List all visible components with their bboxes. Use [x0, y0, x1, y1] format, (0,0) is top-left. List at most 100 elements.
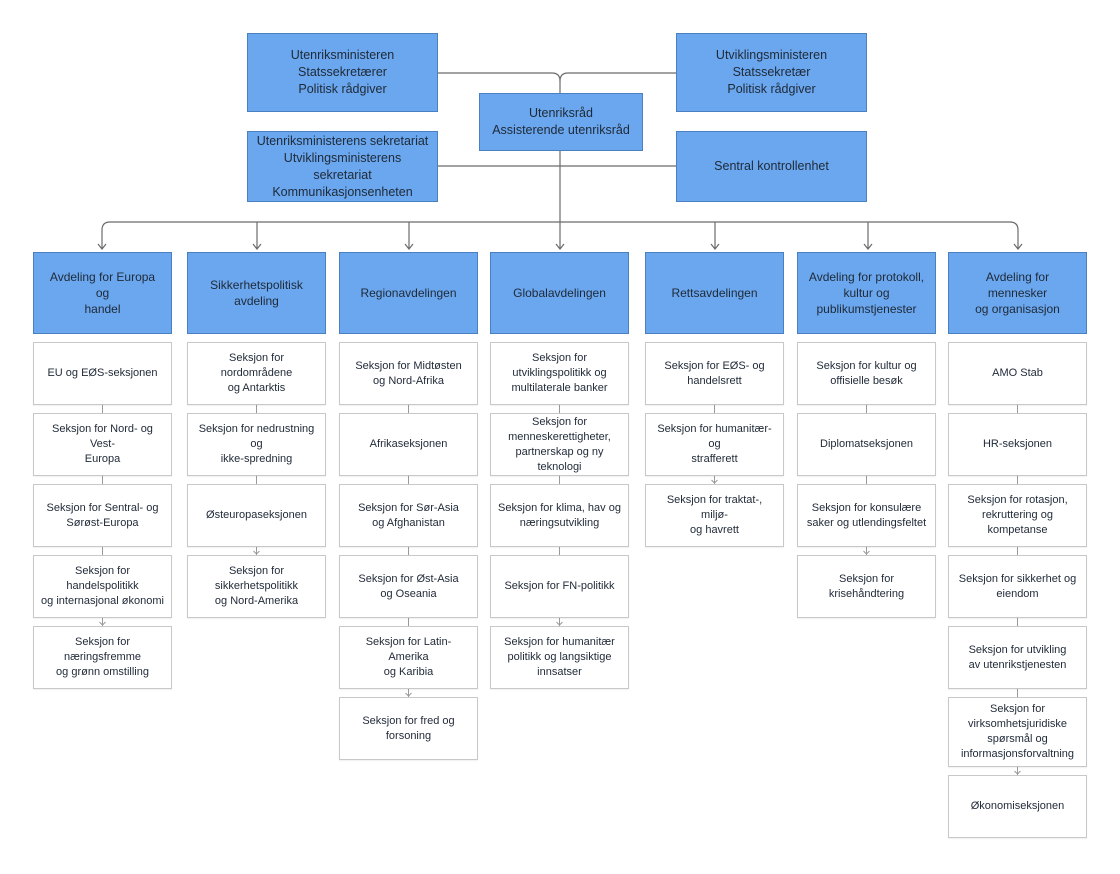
- section-label: Seksjon for Latin-Amerika og Karibia: [365, 636, 452, 678]
- development-minister-box: Utviklingsministeren Statssekretær Polit…: [676, 33, 867, 112]
- section-box: Afrikaseksjonen: [339, 413, 478, 476]
- section-box: Seksjon for traktat-, miljø- og havrett: [645, 484, 784, 547]
- secretariat-line-3: Kommunikasjonsenheten: [272, 184, 413, 199]
- department-label: Avdeling for Europa og handel: [49, 270, 156, 316]
- department-box: Avdeling for protokoll, kultur og publik…: [797, 252, 936, 334]
- department-label: Sikkerhetspolitisk avdeling: [210, 278, 303, 308]
- control-unit-box: Sentral kontrollenhet: [676, 131, 867, 202]
- connector-arrowhead: [711, 479, 718, 484]
- section-label: Økonomiseksjonen: [970, 800, 1065, 812]
- section-box: Seksjon for FN-politikk: [490, 555, 629, 618]
- section-box: Seksjon for menneskerettigheter, partner…: [490, 413, 629, 476]
- department-box: Rettsavdelingen: [645, 252, 784, 334]
- section-box: Seksjon for EØS- og handelsrett: [645, 342, 784, 405]
- section-label: Østeuropaseksjonen: [206, 509, 307, 521]
- connector-arrowhead: [99, 621, 106, 626]
- department-label: Globalavdelingen: [513, 286, 606, 300]
- connector-arrowhead: [556, 621, 563, 626]
- section-box: Diplomatseksjonen: [797, 413, 936, 476]
- section-box: Seksjon for klima, hav og næringsutvikli…: [490, 484, 629, 547]
- section-label: Seksjon for næringsfremme og grønn omsti…: [56, 636, 149, 678]
- section-box: Seksjon for Midtøsten og Nord-Afrika: [339, 342, 478, 405]
- department-label: Regionavdelingen: [360, 286, 457, 300]
- department-box: Globalavdelingen: [490, 252, 629, 334]
- section-box: Seksjon for humanitær politikk og langsi…: [490, 626, 629, 689]
- top-left-line-3: Politisk rådgiver: [298, 82, 387, 96]
- top-left-line-1: Utenriksministeren: [290, 48, 395, 62]
- section-label: Seksjon for krisehåndtering: [828, 572, 905, 600]
- section-label: Seksjon for nordområdene og Antarktis: [220, 352, 293, 394]
- center-line-1: Utenriksråd: [529, 106, 593, 120]
- section-label: Seksjon for fred og forsoning: [362, 714, 455, 742]
- section-box: Seksjon for Øst-Asia og Oseania: [339, 555, 478, 618]
- connector-arrowhead: [405, 692, 412, 697]
- top-left-line-2: Statssekretærer: [298, 65, 387, 79]
- secretariat-box: Utenriksministerens sekretariat Utviklin…: [247, 131, 438, 202]
- section-label: Seksjon for traktat-, miljø- og havrett: [666, 494, 763, 536]
- section-label: HR-seksjonen: [982, 438, 1053, 450]
- section-label: Seksjon for virksomhetsjuridiske spørsmå…: [960, 703, 1075, 760]
- section-label: Seksjon for EØS- og handelsrett: [664, 359, 765, 387]
- section-label: Seksjon for klima, hav og næringsutvikli…: [498, 501, 621, 529]
- section-label: Seksjon for humanitær politikk og langsi…: [504, 636, 615, 678]
- section-label: Afrikaseksjonen: [369, 438, 448, 450]
- section-label: Seksjon for Øst-Asia og Oseania: [358, 572, 459, 600]
- section-box: Seksjon for sikkerhet og eiendom: [948, 555, 1087, 618]
- connector-arrowhead: [863, 550, 870, 555]
- section-label: Seksjon for sikkerhetspolitikk og Nord-A…: [214, 565, 299, 607]
- top-right-line-3: Politisk rådgiver: [727, 82, 816, 96]
- section-box: Seksjon for rotasjon, rekruttering og ko…: [948, 484, 1087, 547]
- section-box: Seksjon for nordområdene og Antarktis: [187, 342, 326, 405]
- section-box: Seksjon for konsulære saker og utlending…: [797, 484, 936, 547]
- section-label: Seksjon for FN-politikk: [504, 580, 615, 592]
- section-box: Økonomiseksjonen: [948, 775, 1087, 838]
- section-box: Seksjon for utvikling av utenrikstjenest…: [948, 626, 1087, 689]
- section-label: Seksjon for Midtøsten og Nord-Afrika: [355, 359, 462, 387]
- section-label: AMO Stab: [992, 367, 1043, 379]
- section-box: AMO Stab: [948, 342, 1087, 405]
- section-label: EU og EØS-seksjonen: [47, 367, 158, 379]
- section-box: Seksjon for utviklingspolitikk og multil…: [490, 342, 629, 405]
- department-label: Avdeling for mennesker og organisasjon: [975, 270, 1060, 316]
- section-box: Seksjon for Latin-Amerika og Karibia: [339, 626, 478, 689]
- section-label: Seksjon for rotasjon, rekruttering og ko…: [967, 494, 1068, 536]
- section-box: Seksjon for Sør-Asia og Afghanistan: [339, 484, 478, 547]
- section-box: Seksjon for Sentral- og Sørøst-Europa: [33, 484, 172, 547]
- section-label: Seksjon for handelspolitikk og internasj…: [41, 565, 164, 607]
- secretariat-line-2: Utviklingsministerens sekretariat: [283, 150, 402, 182]
- section-box: Seksjon for humanitær- og strafferett: [645, 413, 784, 476]
- top-right-line-2: Statssekretær: [732, 65, 811, 79]
- connector-arrowhead: [1014, 770, 1021, 775]
- control-unit-label: Sentral kontrollenhet: [714, 159, 829, 173]
- section-label: Seksjon for Sentral- og Sørøst-Europa: [46, 501, 159, 529]
- section-label: Seksjon for humanitær- og strafferett: [657, 423, 772, 465]
- section-box: HR-seksjonen: [948, 413, 1087, 476]
- section-label: Seksjon for kultur og offisielle besøk: [816, 359, 917, 387]
- department-box: Regionavdelingen: [339, 252, 478, 334]
- section-label: Seksjon for menneskerettigheter, partner…: [508, 415, 611, 473]
- section-label: Diplomatseksjonen: [820, 438, 913, 450]
- foreign-minister-box: Utenriksministeren Statssekretærer Polit…: [247, 33, 438, 112]
- secretary-general-box: Utenriksråd Assisterende utenriksråd: [479, 93, 643, 151]
- department-label: Avdeling for protokoll, kultur og publik…: [808, 270, 925, 316]
- section-box: Seksjon for næringsfremme og grønn omsti…: [33, 626, 172, 689]
- section-label: Seksjon for utviklingspolitikk og multil…: [511, 352, 608, 394]
- department-box: Sikkerhetspolitisk avdeling: [187, 252, 326, 334]
- section-label: Seksjon for sikkerhet og eiendom: [958, 572, 1077, 600]
- section-box: Seksjon for sikkerhetspolitikk og Nord-A…: [187, 555, 326, 618]
- section-label: Seksjon for Sør-Asia og Afghanistan: [358, 501, 459, 529]
- connector-arrowhead: [253, 550, 260, 555]
- section-label: Seksjon for konsulære saker og utlending…: [806, 501, 927, 529]
- section-label: Seksjon for nedrustning og ikke-sprednin…: [198, 423, 315, 465]
- section-box: Seksjon for handelspolitikk og internasj…: [33, 555, 172, 618]
- department-box: Avdeling for mennesker og organisasjon: [948, 252, 1087, 334]
- center-line-2: Assisterende utenriksråd: [492, 123, 630, 137]
- section-box: Seksjon for Nord- og Vest- Europa: [33, 413, 172, 476]
- section-box: Seksjon for kultur og offisielle besøk: [797, 342, 936, 405]
- department-label: Rettsavdelingen: [671, 286, 758, 300]
- top-right-line-1: Utviklingsministeren: [715, 48, 828, 62]
- department-box: Avdeling for Europa og handel: [33, 252, 172, 334]
- section-box: Østeuropaseksjonen: [187, 484, 326, 547]
- section-box: Seksjon for fred og forsoning: [339, 697, 478, 760]
